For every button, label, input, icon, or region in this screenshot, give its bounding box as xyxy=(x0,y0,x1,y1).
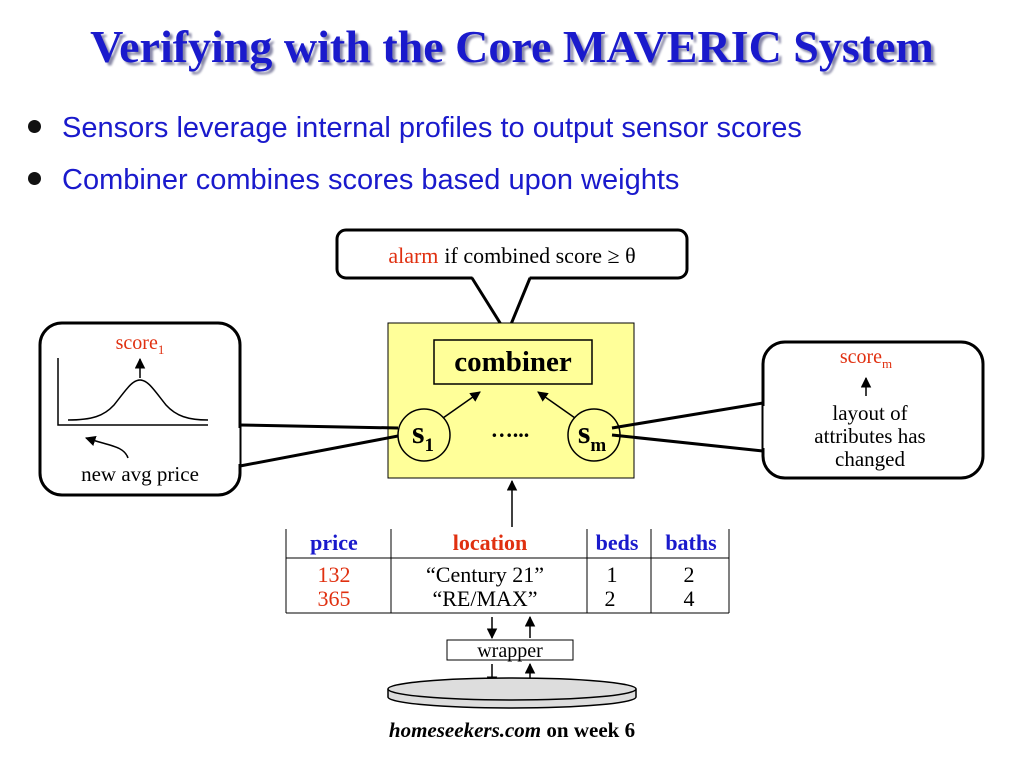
right-score-base: score xyxy=(840,346,882,368)
left-score-base: score xyxy=(116,332,158,354)
combiner-label: combiner xyxy=(454,346,572,378)
table-header-location: location xyxy=(453,530,528,555)
combiner-label-box xyxy=(433,339,593,385)
bullet-list: Sensors leverage internal profiles to ou… xyxy=(28,108,802,212)
wrapper-box xyxy=(446,639,574,661)
table-header-price: price xyxy=(310,530,358,555)
table-header-baths: baths xyxy=(665,530,717,555)
left-score-sub: 1 xyxy=(158,342,165,357)
right-callout-line: changed xyxy=(835,447,905,471)
bullet-item: Combiner combines scores based upon weig… xyxy=(28,160,802,212)
slide-title: Verifying with the Core MAVERIC System xyxy=(90,21,934,72)
bullet-dot-icon xyxy=(28,119,41,133)
left-callout-caption: new avg price xyxy=(81,462,199,486)
left-sensor-callout: score1 new avg price xyxy=(38,321,399,497)
data-source-cylinder-icon xyxy=(387,677,637,709)
right-callout-box xyxy=(761,340,985,480)
bullet-item: Sensors leverage internal profiles to ou… xyxy=(28,108,802,160)
combiner-panel: combiner s1 sm …... xyxy=(387,322,635,479)
distribution-curve xyxy=(67,379,209,421)
sensor-1-sub: 1 xyxy=(424,435,434,456)
right-sensor-callout: scorem layout of attributes has changed xyxy=(611,340,985,480)
sensor-ellipsis: …... xyxy=(491,417,530,442)
table-cell-beds: 1 xyxy=(607,562,618,587)
table-cell-location: “RE/MAX” xyxy=(432,586,537,611)
table-cell-location: “Century 21” xyxy=(426,562,544,587)
arrow-sm-to-combiner xyxy=(537,391,576,419)
bullet-dot-icon xyxy=(28,171,41,185)
avg-price-arrow xyxy=(85,436,129,459)
sensor-1-node xyxy=(397,408,451,462)
right-callout-line: layout of xyxy=(832,401,907,425)
listing-table: price location beds baths 132 “Century 2… xyxy=(285,529,730,614)
sensor-m-sub: m xyxy=(590,435,606,456)
source-site: homeseekers.com xyxy=(389,718,541,742)
distribution-axes xyxy=(57,358,208,426)
left-callout-pointer-bottom xyxy=(239,434,399,468)
sensor-m-label: sm xyxy=(578,414,606,456)
right-callout-pointer-top xyxy=(611,401,764,430)
right-score-label: scorem xyxy=(840,346,892,371)
right-callout-pointer-bottom xyxy=(611,433,764,453)
table-header-beds: beds xyxy=(596,530,639,555)
arrow-s1-to-combiner xyxy=(442,391,481,419)
left-score-label: score1 xyxy=(116,332,165,357)
bullet-text: Combiner combines scores based upon weig… xyxy=(62,164,680,196)
table-cell-beds: 2 xyxy=(605,586,616,611)
source-caption: homeseekers.com on week 6 xyxy=(389,718,635,742)
left-callout-box xyxy=(38,321,242,497)
alarm-word: alarm xyxy=(388,243,438,268)
alarm-callout-pointer-fill xyxy=(472,276,530,334)
bullet-text: Sensors leverage internal profiles to ou… xyxy=(62,112,802,144)
table-cell-price: 365 xyxy=(318,586,351,611)
table-cell-baths: 2 xyxy=(684,562,695,587)
sensor-1-base: s xyxy=(412,414,424,450)
wrapper-label: wrapper xyxy=(477,640,543,662)
sensor-m-base: s xyxy=(578,414,590,450)
source-week: on week 6 xyxy=(541,718,635,742)
right-callout-line: attributes has xyxy=(814,424,925,448)
left-callout-pointer-top xyxy=(239,423,399,430)
table-cell-baths: 4 xyxy=(684,586,695,611)
right-score-sub: m xyxy=(882,356,892,371)
table-cell-price: 132 xyxy=(318,562,351,587)
alarm-condition: if combined score ≥ θ xyxy=(444,243,635,268)
sensor-1-label: s1 xyxy=(412,414,434,456)
